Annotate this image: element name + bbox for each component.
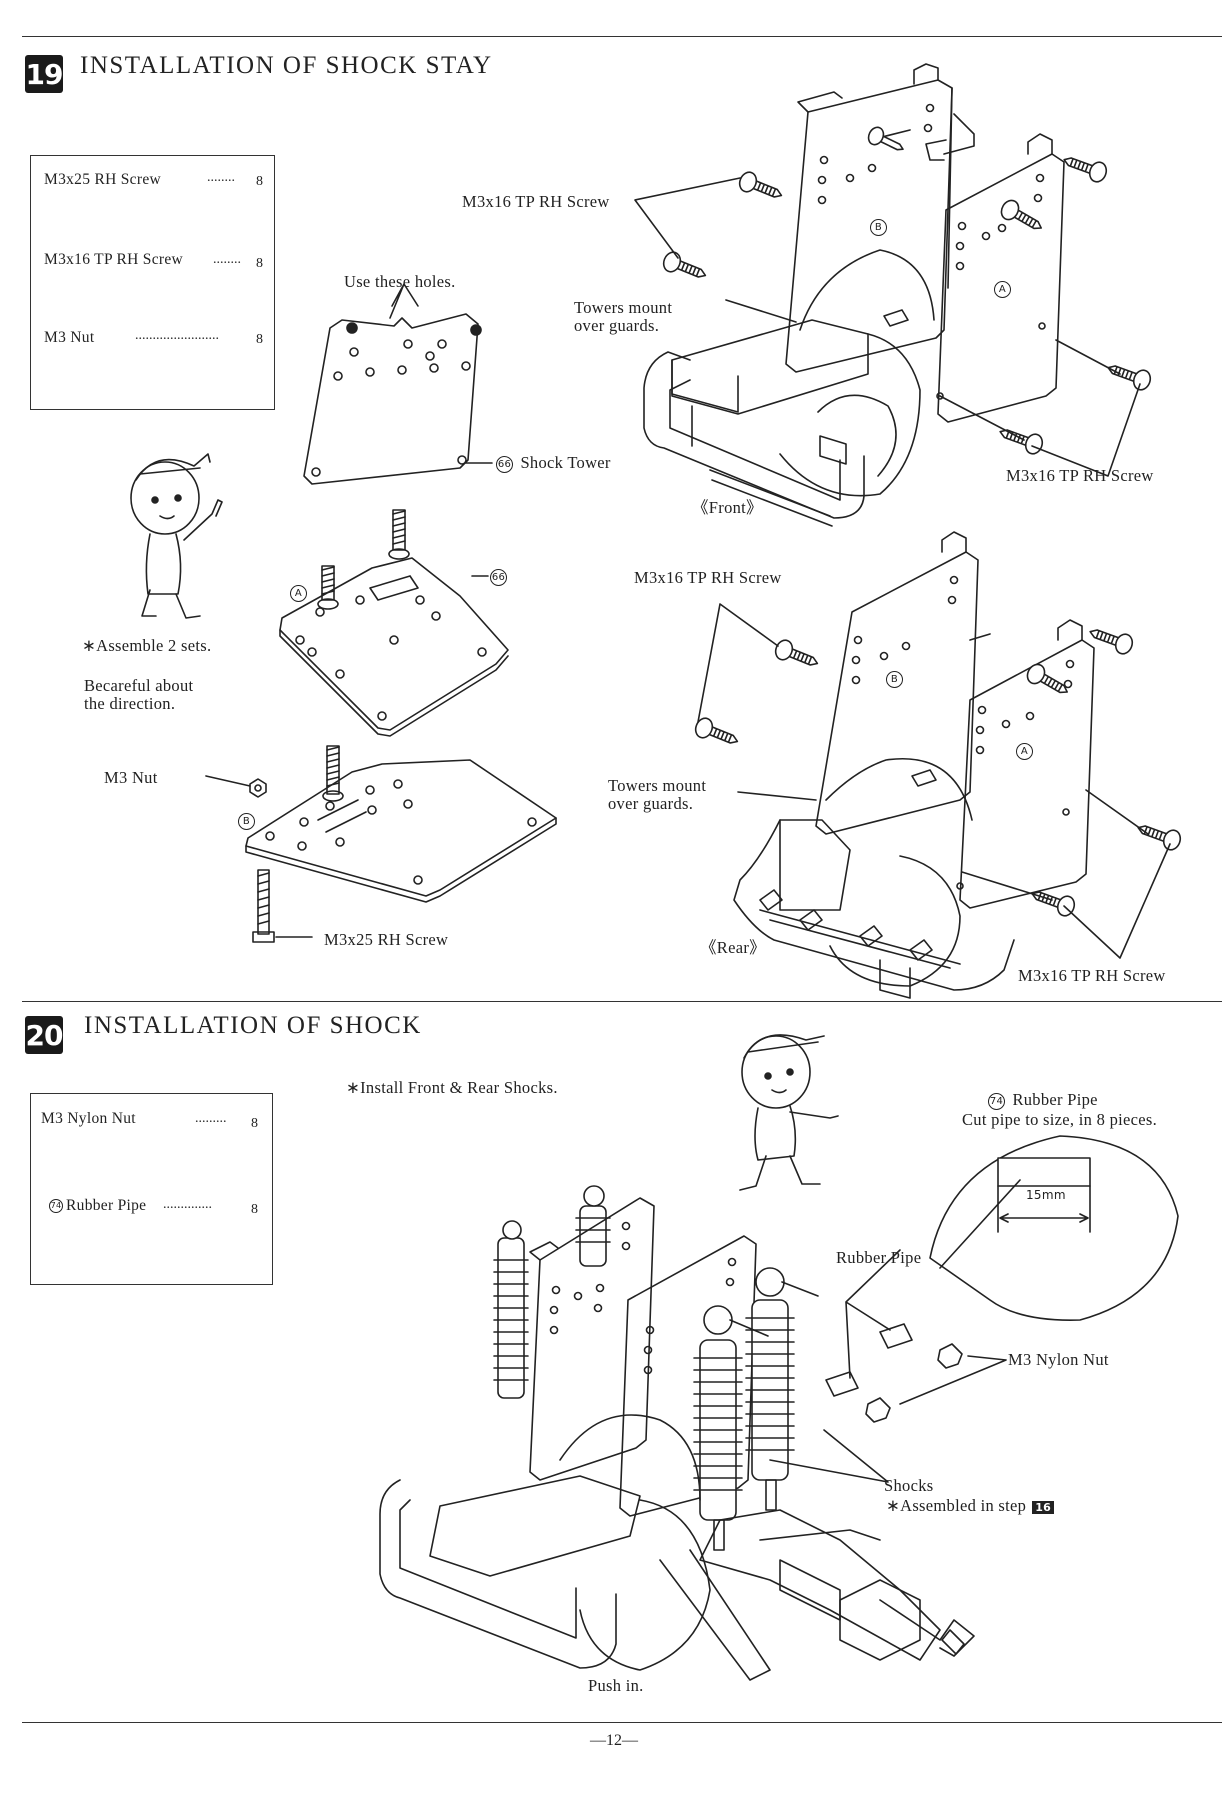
part-dots: ........ [213,252,241,267]
assembled-note: ∗Assembled in step 16 [886,1496,1055,1516]
mark-b-label: B [238,810,258,830]
cartoon-boy-illustration-2 [739,1034,839,1191]
part-number-74: 74 [988,1092,1005,1110]
shock-tower-plate-illustration [303,283,482,485]
cartoon-boy-illustration-1 [130,453,223,619]
mark-b: B [870,218,887,236]
rubber-pipe-title-text: Rubber Pipe [1012,1090,1098,1109]
front-screws-illustration [662,126,1152,455]
rear-chassis-tower-illustration [733,531,1095,999]
rear-mark-b: B [886,668,906,688]
mark-a: A [290,584,307,602]
assembled-text: ∗Assembled in step [886,1496,1027,1515]
part-name: M3 Nut [44,329,95,346]
front-screw-bottom-label: M3x16 TP RH Screw [1006,466,1154,485]
section-rule [22,1001,1222,1002]
part-name: M3 Nylon Nut [41,1110,136,1127]
part-name: M3x25 RH Screw [44,171,161,188]
bottom-rule [22,1722,1222,1723]
shock-installation-illustration [379,1185,975,1681]
shock-tower-text: Shock Tower [520,453,611,472]
part-name: M3x16 TP RH Screw [44,251,184,268]
step-19-title: INSTALLATION OF SHOCK STAY [80,52,493,79]
front-mark-a: A [994,278,1014,298]
step-19-badge: 19 [25,55,63,93]
part-dots: ......... [195,1111,227,1126]
tower-part-66-label: 66 [490,566,510,586]
page-number: —12— [590,1732,638,1749]
top-rule [22,36,1222,37]
step-20-title: INSTALLATION OF SHOCK [84,1012,422,1039]
part-qty: 8 [256,174,263,189]
mark-a: A [994,280,1011,298]
part-qty: 8 [256,332,263,347]
front-towers-note-line2: over guards. [574,316,660,335]
mark-b: B [238,812,255,830]
install-note: ∗Install Front & Rear Shocks. [346,1078,558,1097]
front-mark-b: B [870,216,890,236]
cut-pipe-callout-bubble [929,1135,1179,1321]
rear-towers-note-line2: over guards. [608,794,694,813]
tower-a-assembly-illustration [279,509,509,737]
part-number-66-small: 66 [490,568,507,586]
rear-screw-bottom-label: M3x16 TP RH Screw [1018,966,1166,985]
mark-a-label: A [290,582,310,602]
rear-screw-top-label: M3x16 TP RH Screw [634,568,782,587]
front-screw-top-label: M3x16 TP RH Screw [462,192,610,211]
shock-tower-label: 66 Shock Tower [496,453,611,473]
rubber-pipe-name: Rubber Pipe [66,1197,147,1214]
step-19-parts-box: M3x25 RH Screw ........ 8 M3x16 TP RH Sc… [30,155,275,410]
pipe-dimension: 15mm [1026,1188,1066,1202]
rear-mark-a: A [1016,740,1036,760]
part-number-66: 66 [496,455,513,473]
use-holes-label: Use these holes. [344,272,456,291]
part-qty: 8 [251,1116,258,1131]
step-20-badge: 20 [25,1016,63,1054]
assemble-note: ∗Assemble 2 sets. [82,636,212,655]
rear-view-label: 《Rear》 [700,938,766,957]
front-towers-note-line1: Towers mount [574,298,673,317]
front-view-label: 《Front》 [692,498,763,517]
careful-note-line2: the direction. [84,694,176,713]
careful-note-line1: Becareful about [84,676,194,695]
tower-b-assembly-illustration [245,745,557,943]
m3-nut-label: M3 Nut [104,768,158,787]
part-number-74: 74 [49,1199,63,1214]
mark-a: A [1016,742,1033,760]
part-dots: ........................ [135,328,219,343]
rubber-pipe-title: 74 Rubber Pipe [988,1090,1098,1110]
shocks-label: Shocks [884,1476,934,1495]
m3x25-label: M3x25 RH Screw [324,930,449,949]
mark-b: B [886,670,903,688]
cut-pipe-note: Cut pipe to size, in 8 pieces. [962,1110,1158,1129]
part-qty: 8 [251,1202,258,1217]
part-dots: ........ [207,170,235,185]
push-in-label: Push in. [588,1676,644,1695]
front-chassis-tower-illustration [643,63,1065,527]
part-dots: .............. [163,1197,212,1212]
nylon-nut-label: M3 Nylon Nut [1008,1350,1109,1369]
step-16-ref: 16 [1032,1501,1055,1514]
part-qty: 8 [256,256,263,271]
rubber-pipe-label: Rubber Pipe [836,1248,922,1267]
rear-towers-note-line1: Towers mount [608,776,707,795]
